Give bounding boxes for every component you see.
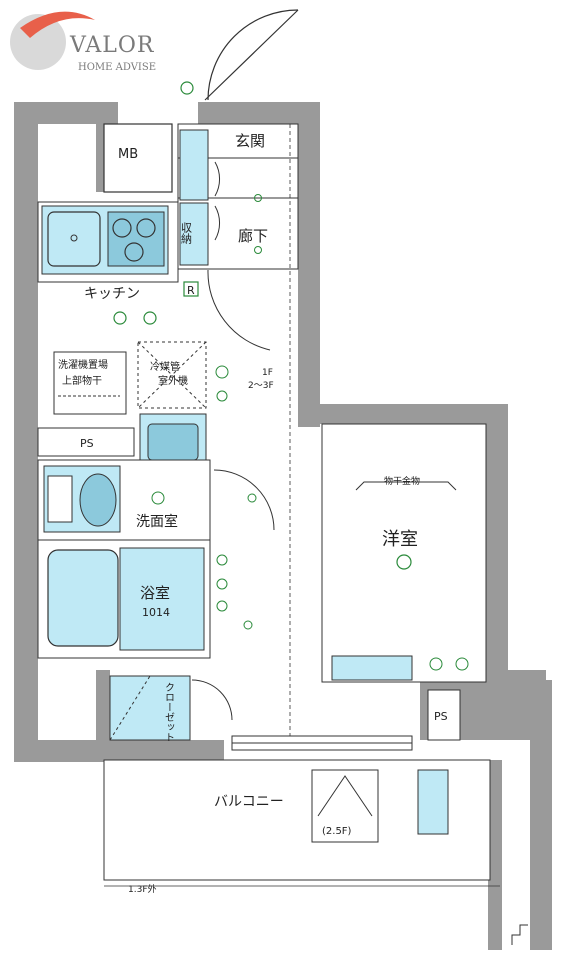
- bath-label: 浴室: [140, 584, 170, 602]
- mb-label: MB: [118, 147, 138, 162]
- balcony-fixture: [417, 769, 449, 835]
- aircon-sleeve-label: 冷媒管: [150, 360, 180, 373]
- entrance-door: [204, 9, 299, 101]
- logo-name: VALOR: [69, 33, 155, 58]
- washer-space-label: 洗濯機置場: [58, 358, 108, 371]
- outlet-icon: [455, 657, 469, 671]
- bath-floor: [119, 547, 205, 651]
- outlet-icon: [216, 390, 228, 402]
- intercom-icon: [180, 81, 194, 95]
- washer-space: [53, 351, 127, 415]
- ceiling-light-icon: [151, 491, 165, 505]
- shoe-storage: [179, 129, 209, 201]
- western-room: 物干金物 洋室: [321, 423, 487, 683]
- balcony-label: バルコニー: [214, 794, 284, 810]
- ceiling-light-icon: [396, 554, 412, 570]
- ceiling-light-icon: [113, 311, 127, 325]
- bathtub: [47, 549, 119, 647]
- logo-tagline: HOME ADVISE: [78, 62, 156, 73]
- corridor-label: 廊下: [238, 227, 268, 245]
- bed-hint: [331, 655, 413, 681]
- stair-marks: [511, 924, 528, 945]
- brand-logo: VALOR HOME ADVISE: [10, 11, 156, 73]
- closet-label: クローゼット: [163, 682, 175, 742]
- kitchen-area: キッチン R: [37, 201, 199, 325]
- balcony-area: バルコニー (2.5F) 1.3F外: [103, 759, 500, 895]
- ps-right: PS: [427, 689, 461, 741]
- aircon-unit-label: 室外機: [158, 374, 188, 387]
- logo-swoosh-icon: [20, 11, 95, 38]
- outlet-icon: [429, 657, 443, 671]
- switch-icon: [254, 246, 262, 254]
- outlet-icon: [215, 365, 229, 379]
- ceiling-light-icon: [143, 311, 157, 325]
- downlight-letter: R: [187, 284, 195, 297]
- corridor-door: [207, 269, 271, 351]
- cooktop: [107, 211, 165, 267]
- window-fixture-label: 物干金物: [384, 475, 420, 487]
- washroom-door: [213, 469, 275, 531]
- entrance-label: 玄関: [235, 132, 265, 150]
- kitchen-sink: [47, 211, 101, 267]
- bath-area: 浴室 1014: [37, 539, 253, 659]
- kitchen-label: キッチン: [84, 286, 140, 302]
- dryer-line-label: 上部物干: [62, 374, 102, 387]
- ps-left: PS: [37, 427, 135, 457]
- closet-area: クローゼット: [109, 675, 233, 742]
- storage-closet: [179, 202, 209, 266]
- washer-area: 洗濯機置場 上部物干 冷媒管 室外機: [53, 341, 229, 415]
- burner-icon: [112, 218, 132, 238]
- sink-drain-icon: [70, 234, 78, 242]
- outdoor-unit: [311, 769, 379, 843]
- switch-icon: [243, 620, 253, 630]
- washroom-area: 洗面室: [37, 459, 275, 541]
- outer-walls: [14, 102, 552, 950]
- downlight-marker: [183, 281, 199, 297]
- mb-space: MB: [103, 123, 173, 193]
- bath-light-icon: [216, 554, 228, 566]
- bath-size-label: 1014: [142, 606, 170, 619]
- entrance-area: 収納 玄関 廊下: [177, 123, 299, 270]
- outdoor-unit-size: (2.5F): [322, 826, 352, 837]
- western-room-label: 洋室: [382, 529, 418, 550]
- washroom-label: 洗面室: [136, 513, 178, 530]
- switch-icon: [247, 493, 257, 503]
- burner-icon: [124, 242, 144, 262]
- bath-light-icon: [216, 600, 228, 612]
- ps-right-label: PS: [434, 710, 448, 723]
- ceiling-note-1: 1F: [262, 368, 273, 378]
- burner-icon: [136, 218, 156, 238]
- ceiling-note-2: 2～3F: [248, 381, 274, 391]
- toilet-bowl-icon: [79, 473, 117, 527]
- storage-label: 収納: [180, 222, 193, 245]
- bath-light-icon: [216, 578, 228, 590]
- sash-window: [231, 735, 413, 751]
- balcony-depth-label: 1.3F外: [128, 883, 157, 895]
- switch-icon: [254, 194, 262, 202]
- ps-left-label: PS: [80, 437, 94, 450]
